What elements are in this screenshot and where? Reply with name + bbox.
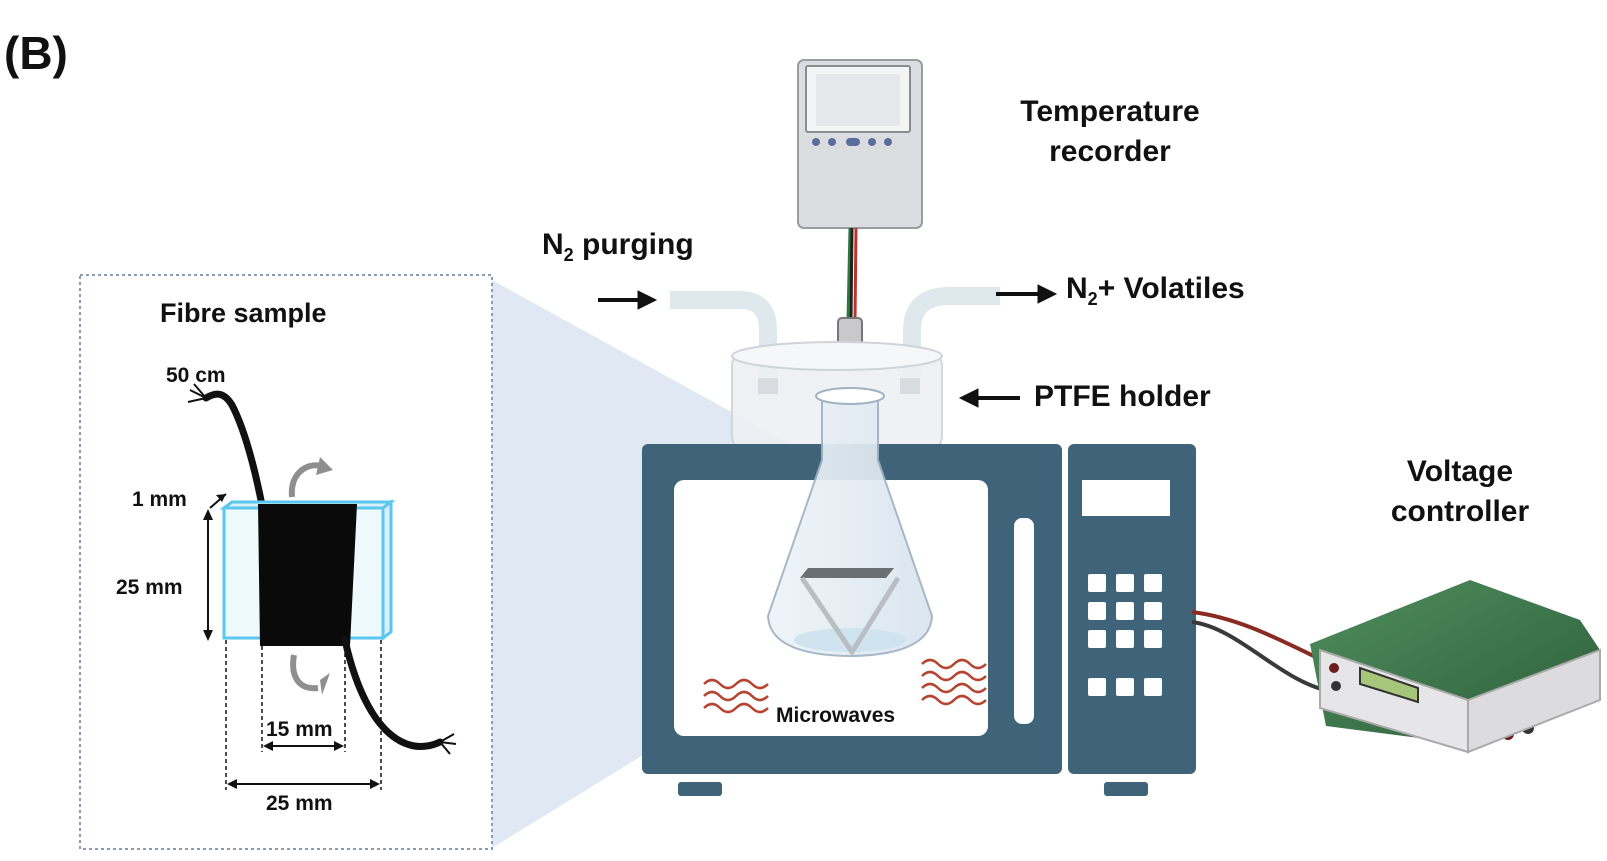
height-label: 25 mm	[116, 576, 183, 599]
n2-volatiles-prefix: N	[1066, 272, 1088, 305]
voltage-controller-label: Voltage controller	[1360, 452, 1560, 532]
voltage-controller-device	[1191, 580, 1601, 754]
fibre-length-label: 50 cm	[166, 364, 226, 387]
n2-purging-sub: 2	[563, 245, 574, 265]
temperature-recorder-device	[797, 59, 923, 361]
gas-tubes	[670, 287, 1000, 378]
temperature-recorder-line2: recorder	[1049, 135, 1171, 168]
n2-volatiles-suffix: + Volatiles	[1097, 272, 1245, 305]
fibre-width-label: 15 mm	[266, 718, 333, 741]
fibre-sample-title: Fibre sample	[160, 298, 327, 328]
panel-label: (B)	[4, 27, 68, 79]
erlenmeyer-flask	[766, 387, 934, 658]
fibre-sample-illustration	[187, 383, 457, 790]
n2-purging-label: N2 purging	[542, 228, 694, 266]
temperature-recorder-line1: Temperature	[1020, 95, 1200, 128]
n2-purging-suffix: purging	[573, 228, 694, 261]
n2-purging-prefix: N	[542, 228, 564, 261]
microwave-heat-waves	[703, 658, 987, 714]
microwaves-label: Microwaves	[776, 704, 896, 727]
n2-volatiles-label: N2+ Volatiles	[1066, 272, 1245, 310]
flow-arrows	[598, 284, 1058, 408]
voltage-controller-line1: Voltage	[1406, 455, 1514, 488]
n2-volatiles-sub: 2	[1087, 289, 1098, 309]
ptfe-holder-label: PTFE holder	[1034, 380, 1211, 413]
voltage-controller-line2: controller	[1390, 495, 1530, 528]
temperature-recorder-label: Temperature recorder	[990, 92, 1230, 172]
plate-width-label: 25 mm	[266, 792, 333, 815]
thickness-label: 1 mm	[132, 488, 187, 511]
